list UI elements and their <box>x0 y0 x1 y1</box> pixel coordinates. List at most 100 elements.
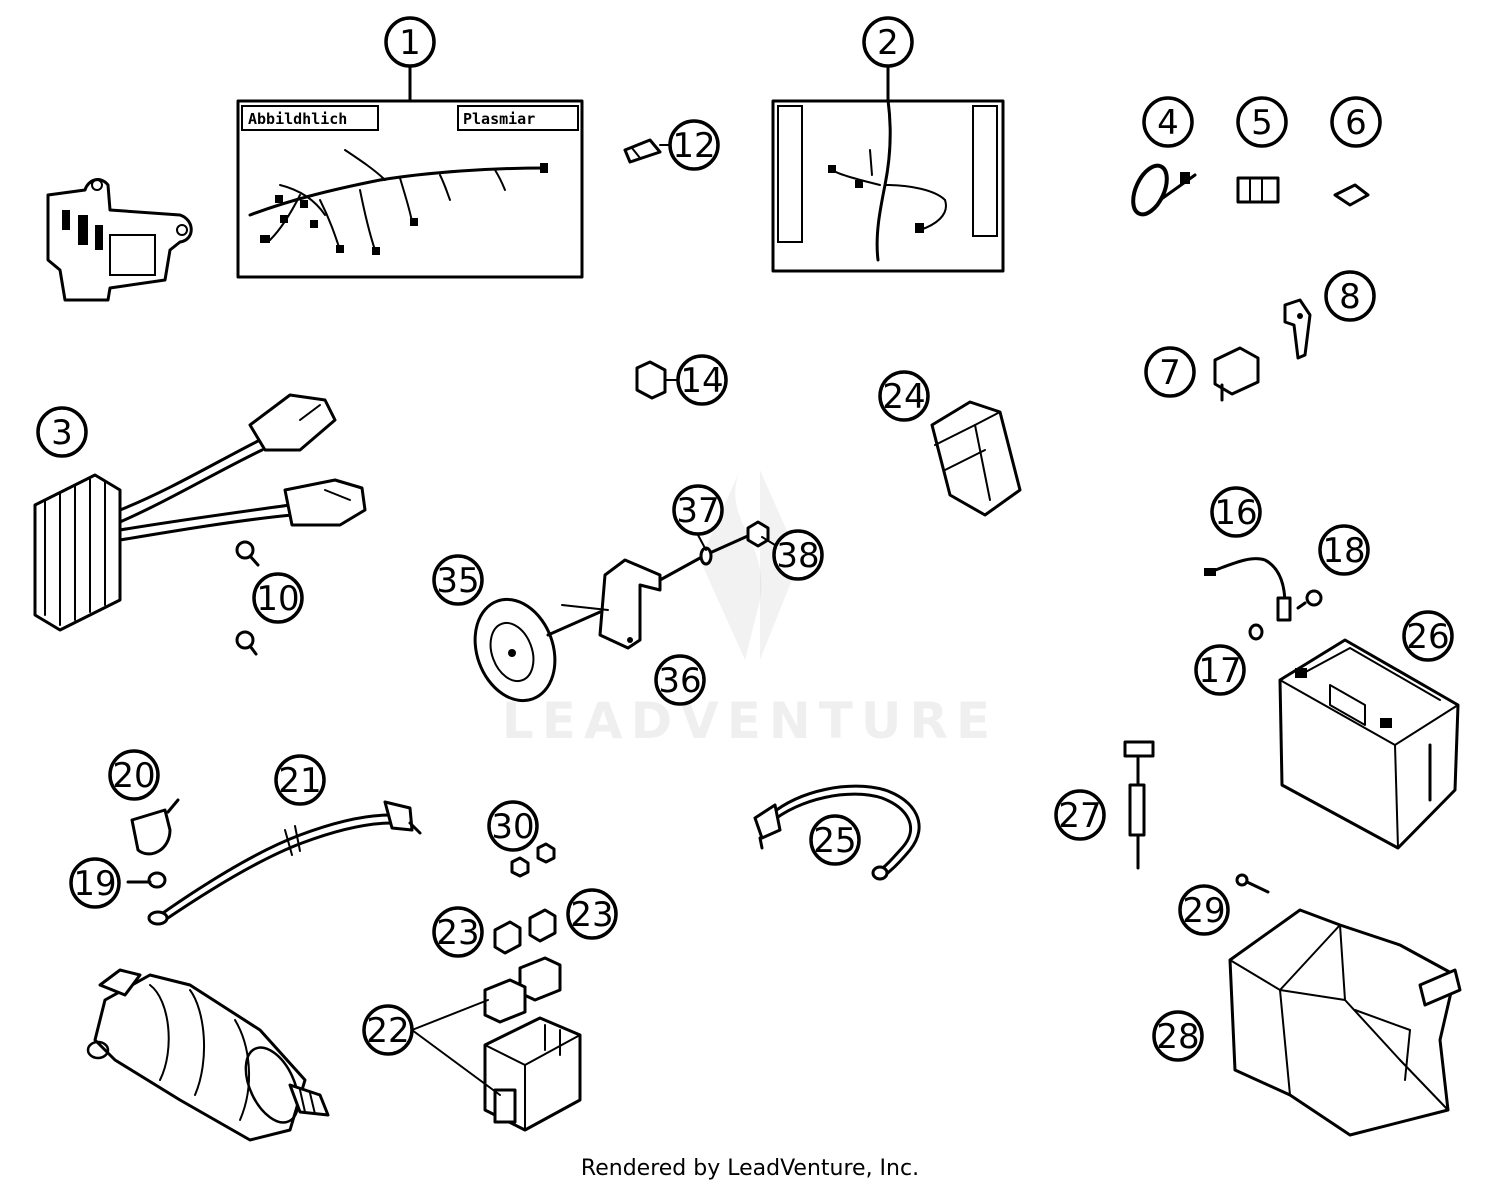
part-6-clip[interactable] <box>1333 183 1370 207</box>
part-7-relay[interactable] <box>1213 346 1260 402</box>
callout-21[interactable]: 21 <box>274 754 326 806</box>
callout-number: 2 <box>877 23 899 63</box>
callout-number: 1 <box>399 23 421 63</box>
harness-tag-left: Abbildhlich <box>248 110 347 128</box>
callout-5[interactable]: 5 <box>1236 96 1288 148</box>
callout-circle <box>274 754 326 806</box>
part-28-battery-box[interactable] <box>1228 908 1462 1137</box>
callout-circle <box>252 572 304 624</box>
callout-26[interactable]: 26 <box>1402 610 1454 662</box>
callout-circle <box>772 529 824 581</box>
callout-3[interactable]: 3 <box>36 406 88 458</box>
callout-number: 10 <box>256 579 299 619</box>
callout-23[interactable]: 23 <box>432 906 484 958</box>
callout-19[interactable]: 19 <box>69 857 121 909</box>
callout-17[interactable]: 17 <box>1194 644 1246 696</box>
callout-circle <box>1402 610 1454 662</box>
part-29-screw[interactable] <box>1235 873 1270 894</box>
callout-20[interactable]: 20 <box>108 749 160 801</box>
part-21-starter-cable[interactable] <box>147 800 422 926</box>
callout-29[interactable]: 29 <box>1178 884 1230 936</box>
callout-37[interactable]: 37 <box>672 484 724 536</box>
part-14-plug[interactable] <box>635 360 667 400</box>
callout-number: 18 <box>1322 531 1365 571</box>
part-24-control-unit[interactable] <box>930 400 1022 517</box>
watermark: LEADVENTURE <box>502 470 998 750</box>
part-2-sub-harness[interactable] <box>771 98 1005 273</box>
callout-16[interactable]: 16 <box>1210 486 1262 538</box>
part-23-fuse-a[interactable] <box>493 920 522 955</box>
callout-circle <box>432 906 484 958</box>
callout-7[interactable]: 7 <box>1144 346 1196 398</box>
callout-number: 5 <box>1251 103 1273 143</box>
callout-25[interactable]: 25 <box>809 814 861 866</box>
watermark-text: LEADVENTURE <box>502 692 998 750</box>
starter-motor[interactable] <box>86 968 330 1142</box>
part-22-starter-relay[interactable] <box>483 956 582 1132</box>
regulator-bracket[interactable] <box>46 178 193 302</box>
callout-circle <box>1144 346 1196 398</box>
callout-number: 3 <box>51 413 73 453</box>
callout-number: 19 <box>73 864 116 904</box>
callout-4[interactable]: 4 <box>1142 96 1194 148</box>
callout-number: 16 <box>1214 493 1257 533</box>
callout-6[interactable]: 6 <box>1330 96 1382 148</box>
part-20-terminal-cap[interactable] <box>130 798 180 856</box>
part-12-clip[interactable] <box>623 138 662 164</box>
part-10-bolt-upper[interactable] <box>235 540 260 567</box>
callout-10[interactable]: 10 <box>252 572 304 624</box>
callout-2[interactable]: 2 <box>862 16 914 68</box>
part-8-bracket[interactable] <box>1283 298 1312 360</box>
part-5-connector[interactable] <box>1236 176 1280 204</box>
callout-circle <box>668 119 720 171</box>
part-18-bolt[interactable] <box>1296 589 1323 610</box>
callout-number: 28 <box>1156 1017 1199 1057</box>
part-25-ground-cable[interactable] <box>753 784 921 881</box>
part-10-bolt-lower[interactable] <box>235 630 258 656</box>
callout-12[interactable]: 12 <box>668 119 720 171</box>
callout-circle <box>1236 96 1288 148</box>
callout-1[interactable]: 1 <box>384 16 436 68</box>
part-26-battery[interactable] <box>1278 638 1460 850</box>
part-30-nut-a[interactable] <box>510 856 530 878</box>
callout-circle <box>862 16 914 68</box>
callout-circle <box>654 654 706 706</box>
callout-8[interactable]: 8 <box>1324 270 1376 322</box>
part-23-fuse-b[interactable] <box>528 908 557 943</box>
callout-number: 23 <box>570 895 613 935</box>
callout-circle <box>1054 789 1106 841</box>
footer-credit: Rendered by LeadVenture, Inc. <box>580 1156 920 1181</box>
part-1-main-harness[interactable]: Abbildhlich Plasmiar <box>236 99 584 279</box>
callout-number: 7 <box>1159 353 1181 393</box>
part-30-nut-b[interactable] <box>536 842 556 864</box>
callout-14[interactable]: 14 <box>676 354 728 406</box>
callout-24[interactable]: 24 <box>878 370 930 422</box>
callout-circle <box>487 800 539 852</box>
part-3-voltage-regulator[interactable] <box>33 393 367 632</box>
callout-35[interactable]: 35 <box>432 554 484 606</box>
callout-number: 35 <box>436 561 479 601</box>
part-16-battery-cable[interactable] <box>1204 557 1292 622</box>
part-19-nut[interactable] <box>147 871 167 889</box>
callout-18[interactable]: 18 <box>1318 524 1370 576</box>
callout-30[interactable]: 30 <box>487 800 539 852</box>
part-36-horn-bracket[interactable] <box>598 558 662 650</box>
callout-27[interactable]: 27 <box>1054 789 1106 841</box>
callout-number: 17 <box>1198 651 1241 691</box>
part-17-washer[interactable] <box>1248 623 1264 641</box>
callout-number: 29 <box>1182 891 1225 931</box>
part-38-nut[interactable] <box>746 520 770 548</box>
callout-number: 22 <box>366 1011 409 1051</box>
callout-38[interactable]: 38 <box>772 529 824 581</box>
callout-23[interactable]: 23 <box>566 888 618 940</box>
callout-22[interactable]: 22 <box>362 1004 414 1056</box>
callout-circle <box>384 16 436 68</box>
callout-28[interactable]: 28 <box>1152 1010 1204 1062</box>
part-27-fuse-holder[interactable] <box>1123 740 1155 870</box>
callout-number: 26 <box>1406 617 1449 657</box>
part-4-cable-tie[interactable] <box>1126 161 1197 220</box>
part-35-horn[interactable] <box>462 588 602 712</box>
callout-36[interactable]: 36 <box>654 654 706 706</box>
